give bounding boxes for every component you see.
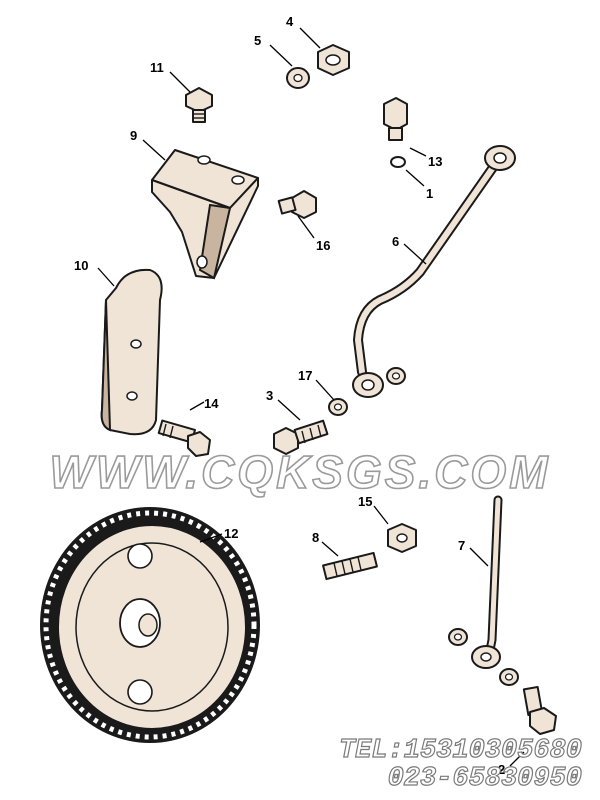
callout-9: 9 xyxy=(130,128,137,143)
callout-leaders xyxy=(97,27,525,767)
leader-10 xyxy=(97,267,115,287)
part-15-nut xyxy=(387,523,417,553)
callout-labels: 5 4 11 9 13 1 16 6 10 17 3 14 12 15 8 7 … xyxy=(74,14,505,777)
part-9-bracket xyxy=(151,149,259,280)
callout-13: 13 xyxy=(428,154,442,169)
contact-phone: 023-65830950 xyxy=(387,763,583,794)
callout-2: 2 xyxy=(498,762,505,777)
callout-7: 7 xyxy=(458,538,465,553)
callout-4: 4 xyxy=(286,14,294,29)
part-3-banjo-bolt xyxy=(273,419,329,455)
leader-15 xyxy=(373,505,389,525)
leader-1 xyxy=(405,169,425,187)
callout-6: 6 xyxy=(392,234,399,249)
part-11-hex-bolt xyxy=(185,87,213,123)
leader-3 xyxy=(277,399,301,421)
part-7-tube xyxy=(471,495,503,669)
leader-2 xyxy=(509,751,525,767)
part-12-gear xyxy=(40,507,260,743)
callout-16: 16 xyxy=(316,238,330,253)
callout-15: 15 xyxy=(358,494,372,509)
leader-5 xyxy=(269,44,293,67)
leader-9 xyxy=(142,139,166,161)
part-8-stud xyxy=(322,551,378,581)
part-14-bolt xyxy=(157,419,211,457)
callout-3: 3 xyxy=(266,388,273,403)
leader-8 xyxy=(321,541,339,557)
callout-8: 8 xyxy=(312,530,319,545)
part-16-bolt xyxy=(277,190,317,219)
part-2-banjo-bolt xyxy=(522,685,557,735)
watermark: WWW.CQKSGS.COM xyxy=(49,445,551,499)
part-1-o-ring xyxy=(390,156,406,168)
part-4-hex-nut xyxy=(317,44,350,76)
washer-tube-7-left xyxy=(448,628,468,646)
part-5-washer xyxy=(286,67,310,89)
callout-12: 12 xyxy=(224,526,238,541)
callout-10: 10 xyxy=(74,258,88,273)
leader-7 xyxy=(469,547,489,567)
callout-1: 1 xyxy=(426,186,433,201)
leader-13 xyxy=(409,147,427,157)
callout-14: 14 xyxy=(204,396,219,411)
callout-17: 17 xyxy=(298,368,312,383)
part-17-washer xyxy=(328,398,348,416)
contact-tel: TEL:15310305680 xyxy=(338,735,582,766)
leader-14 xyxy=(189,401,205,411)
leader-11 xyxy=(169,71,191,93)
leader-16 xyxy=(297,215,315,239)
part-6-tube xyxy=(352,145,516,398)
leader-17 xyxy=(315,379,335,401)
callout-11: 11 xyxy=(150,60,164,75)
leader-6 xyxy=(403,243,427,265)
leader-12 xyxy=(199,533,223,543)
washer-tube-6 xyxy=(386,367,406,385)
callout-5: 5 xyxy=(254,33,261,48)
part-13-fitting xyxy=(383,97,408,141)
leader-4 xyxy=(299,27,321,49)
part-10-plate xyxy=(100,268,163,436)
washer-tube-7-right xyxy=(499,668,519,686)
